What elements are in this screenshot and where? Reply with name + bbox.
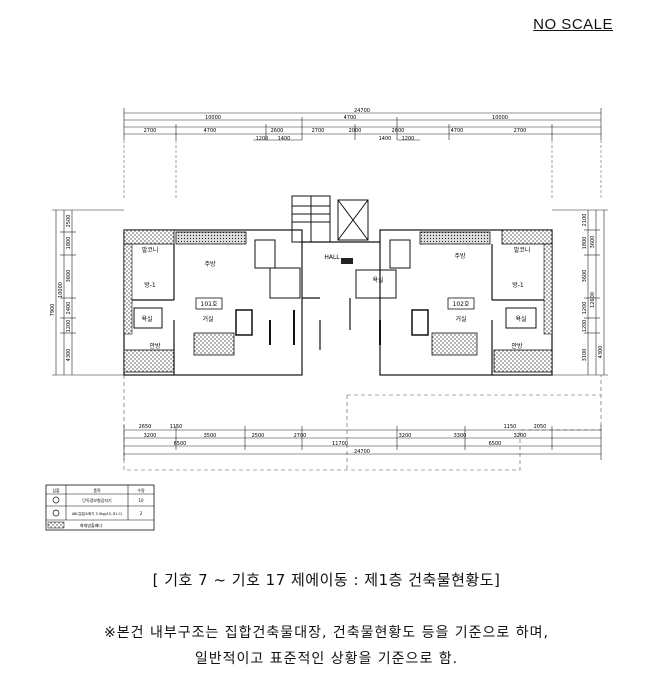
legend-item-name: ABC분말소화기 3.3kg(A3, B1.C): [72, 511, 123, 516]
room-main-left: 안방: [149, 342, 161, 350]
dim-bottom-row: 1150: [170, 424, 183, 430]
room-kitchen-left: 주방: [204, 260, 216, 268]
room-balcony-right: 발코니: [514, 246, 531, 254]
dim-left: 2500: [66, 215, 72, 228]
dim-top-row: 2700: [144, 128, 157, 134]
dim-bottom-mid: 3200: [514, 433, 527, 439]
left-dimensions: [52, 209, 124, 376]
dim-right: 3100: [582, 349, 588, 362]
dim-bottom-mid: 3200: [144, 433, 157, 439]
dim-left: 4300: [66, 349, 72, 362]
unit-label-right: 102호: [453, 301, 470, 308]
dim-bottom-mid: 3300: [454, 433, 467, 439]
dim-top-row: 4700: [204, 128, 217, 134]
dim-top-total: 24700: [354, 108, 370, 114]
dim-bottom-sum: 6500: [174, 441, 187, 447]
dim-right: 1200: [582, 320, 588, 333]
room-room1-left: 방-1: [144, 281, 156, 289]
dim-top-row: 2700: [312, 128, 325, 134]
core-stair: [291, 195, 369, 243]
dim-top-small: 1400: [278, 136, 291, 142]
dim-bottom-mid: 3200: [399, 433, 412, 439]
dim-right-total: 3600: [590, 236, 596, 249]
dim-top-row: 2000: [349, 128, 362, 134]
legend-header: 품목: [93, 488, 101, 493]
room-main-right: 안방: [511, 342, 523, 350]
dim-bottom-mid: 3500: [204, 433, 217, 439]
dim-right: 1800: [582, 237, 588, 250]
dim-top-row: 2700: [514, 128, 527, 134]
dim-bottom-row: 1150: [504, 424, 517, 430]
dim-top-small: 1400: [379, 136, 392, 142]
dim-bottom-row: 2650: [139, 424, 152, 430]
room-bath-mid: 욕실: [372, 276, 383, 284]
room-living-left: 거실: [202, 315, 213, 323]
site-boundary: [123, 375, 602, 471]
legend-item-name: 단독경보형감지기: [82, 497, 112, 503]
dim-bottom-row: 2050: [534, 424, 547, 430]
dim-right: 3600: [582, 270, 588, 283]
hall-walls: [302, 241, 380, 350]
dim-top-mid: 4700: [344, 115, 357, 121]
dim-right-total: 12600: [590, 292, 596, 308]
note-line-2: 일반적이고 표준적인 상황을 기준으로 함.: [194, 651, 459, 667]
legend-header: 수량: [137, 487, 145, 493]
dim-bottom-mid: 2700: [294, 433, 307, 439]
legend-item-qty: 10: [138, 498, 144, 503]
legend-table: 심볼 품목 수량 단독경보형감지기 10 ABC분말소화기 3.3kg(A3, …: [45, 484, 155, 531]
hall-label: HALL: [324, 254, 340, 261]
dim-top-row: 2600: [271, 128, 284, 134]
dim-left-total: 10000: [58, 282, 64, 298]
dim-bottom-total: 24700: [354, 449, 370, 455]
room-bath-right: 욕실: [515, 315, 526, 323]
top-dimensions: [123, 108, 602, 141]
dim-left: 1200: [66, 320, 72, 333]
drawing-caption: [ 기호 7 ~ 기호 17 제에이동 : 제1층 건축물현황도]: [152, 571, 501, 589]
legend-header: 심볼: [52, 487, 60, 493]
dim-bottom-mid: 2500: [252, 433, 265, 439]
hall-mark: [341, 258, 353, 264]
unit-right: [355, 229, 553, 376]
dim-top-small: 1200: [402, 136, 415, 142]
legend-item-name: 화재방출배다: [80, 522, 102, 528]
dim-bottom-sum: 6500: [489, 441, 502, 447]
room-bath-left: 욕실: [141, 315, 152, 323]
dim-left: 3600: [66, 270, 72, 283]
floor-plan: 24700 10000 4700 10000 2700 4700 2600 27…: [45, 108, 608, 531]
smoke-detector-icon: [52, 496, 60, 504]
note-line-1: ※본건 내부구조는 집합건축물대장, 건축물현황도 등을 기준으로 하며,: [104, 625, 549, 641]
room-balcony-left: 발코니: [142, 246, 159, 254]
unit-label-left: 101호: [201, 301, 218, 308]
room-room1-right: 방-1: [512, 281, 524, 289]
dim-top-small: 1200: [256, 136, 269, 142]
unit-left: [123, 229, 303, 376]
dim-bottom-sum: 11700: [332, 441, 348, 447]
legend-item-qty: 2: [140, 511, 143, 516]
dim-top-right: 10000: [492, 115, 508, 121]
dim-left: 2400: [66, 302, 72, 315]
right-dimensions: [552, 209, 608, 376]
room-living-right: 거실: [455, 315, 466, 323]
extinguisher-icon: [52, 509, 60, 517]
room-kitchen-right: 주방: [454, 252, 466, 260]
dim-left: 1800: [66, 237, 72, 250]
dim-right: 1200: [582, 302, 588, 315]
dim-top-left: 10000: [205, 115, 221, 121]
dim-top-row: 2600: [392, 128, 405, 134]
dim-left-total: 7900: [50, 304, 56, 317]
bottom-dimensions: [123, 425, 602, 460]
scale-label: NO SCALE: [533, 16, 613, 33]
dim-top-row: 4700: [451, 128, 464, 134]
dim-right: 2100: [582, 214, 588, 227]
hatch-swatch: [47, 521, 65, 529]
dim-right-total: 4300: [598, 346, 604, 359]
